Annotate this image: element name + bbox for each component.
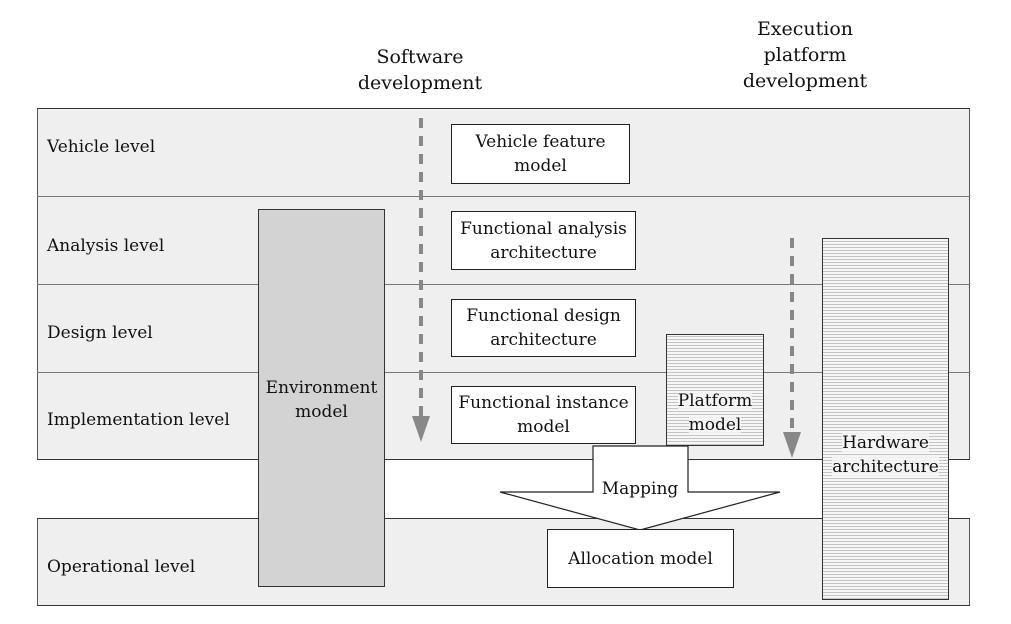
environment-model-box: Environment model (258, 209, 385, 587)
platform-arrowhead (783, 432, 801, 458)
software-arrowhead (412, 416, 430, 442)
level-label-implementation: Implementation level (47, 410, 230, 430)
allocation-model-box: Allocation model (547, 529, 734, 588)
band-bottom-border (37, 459, 970, 460)
separator-vehicle-analysis (37, 196, 970, 197)
level-label-vehicle: Vehicle level (47, 137, 156, 157)
functional-instance-model-box: Functional instance model (451, 386, 636, 444)
software-development-header: Software development (357, 46, 483, 94)
mapping-block-arrow (499, 445, 781, 531)
mapping-label: Mapping (601, 479, 679, 499)
level-label-operational: Operational level (47, 557, 196, 577)
platform-development-header: Execution platform development (742, 18, 868, 92)
level-label-analysis: Analysis level (47, 236, 165, 256)
functional-analysis-architecture-box: Functional analysis architecture (451, 211, 636, 270)
operational-level-band (37, 518, 970, 606)
separator-analysis-design (37, 284, 970, 285)
band-top-border (37, 108, 970, 109)
level-label-design: Design level (47, 323, 153, 343)
operational-top-border (37, 518, 970, 519)
separator-design-implementation (37, 372, 970, 373)
hardware-architecture-box: Hardware architecture (822, 238, 949, 600)
vehicle-feature-model-box: Vehicle feature model (451, 124, 630, 184)
platform-model-box: Platform model (666, 334, 764, 446)
operational-bottom-border (37, 605, 970, 606)
functional-design-architecture-box: Functional design architecture (451, 299, 636, 357)
